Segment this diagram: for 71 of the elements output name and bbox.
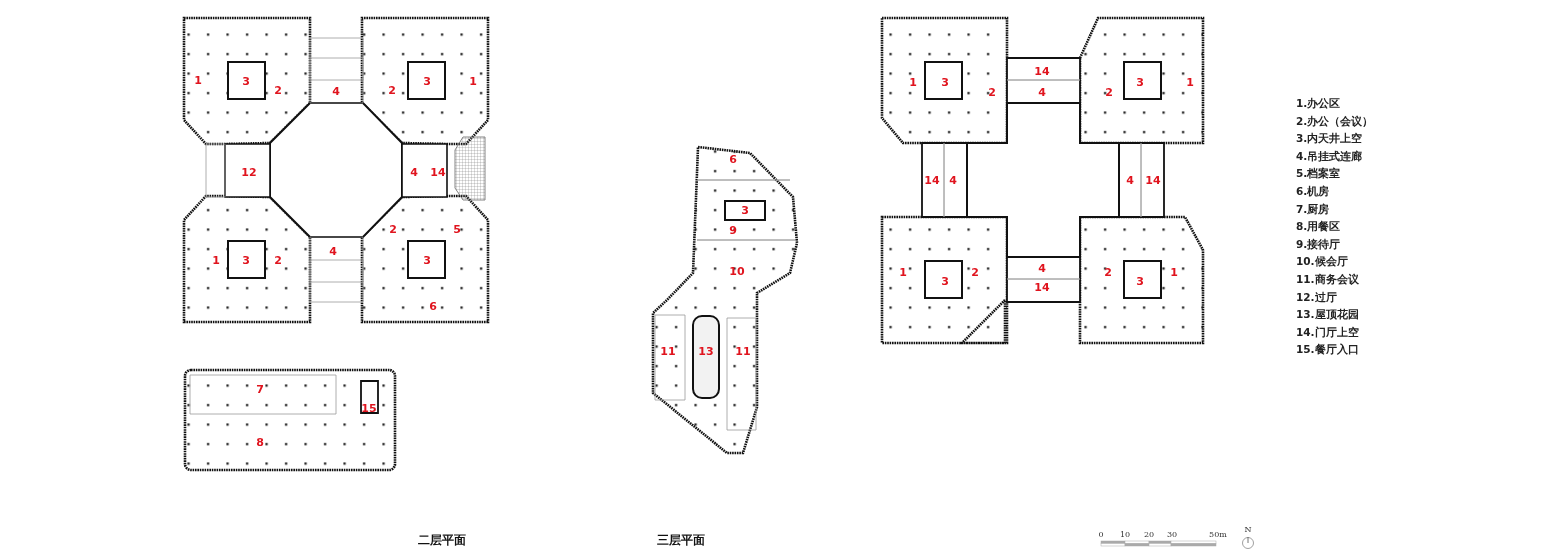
room-number: 11 (735, 345, 751, 357)
room-number: 2 (1105, 86, 1113, 98)
room-number: 1 (1186, 76, 1194, 88)
room-number: 14 (1034, 65, 1050, 77)
room-number: 3 (1136, 76, 1144, 88)
scale-label: 30 (1166, 531, 1178, 539)
room-number: 14 (924, 174, 940, 186)
room-number: 2 (971, 266, 979, 278)
room-number: 1 (212, 254, 220, 266)
legend-text: 2.办公（会议） (1296, 115, 1374, 127)
room-number: 10 (729, 265, 745, 277)
room-number: 4 (1126, 174, 1134, 186)
room-number: 4 (1038, 262, 1046, 274)
room-number: 3 (741, 204, 749, 216)
room-number: 9 (729, 224, 737, 236)
legend-text: 9.接待厅 (1296, 238, 1341, 250)
room-number: 14 (1034, 281, 1050, 293)
room-number: 2 (1104, 266, 1112, 278)
room-number: 1 (909, 76, 917, 88)
scale-label: 20 (1143, 531, 1155, 539)
room-number: 8 (256, 436, 264, 448)
legend-text: 1.办公区 (1296, 98, 1341, 109)
plan-title: 三层平面 (657, 534, 705, 546)
room-number: 4 (949, 174, 957, 186)
room-number: 2 (274, 254, 282, 266)
room-number: 15 (361, 402, 377, 414)
room-number: 3 (941, 275, 949, 287)
room-number: 4 (1038, 86, 1046, 98)
room-number: 2 (274, 84, 282, 96)
room-number: 14 (1145, 174, 1161, 186)
room-number: 2 (388, 84, 396, 96)
legend-text: 5.档案室 (1296, 168, 1341, 179)
room-number: 2 (389, 223, 397, 235)
room-number: 5 (453, 223, 461, 235)
room-number: 4 (329, 245, 337, 257)
room-number: 4 (332, 85, 340, 97)
room-number: 3 (941, 76, 949, 88)
scale-label: 50m (1209, 531, 1227, 539)
room-number: 12 (241, 166, 257, 178)
room-number: 1 (469, 75, 477, 87)
room-number: 7 (256, 383, 264, 395)
legend-text: 12.过厅 (1296, 291, 1337, 303)
room-number: 3 (423, 254, 431, 266)
room-number: 13 (698, 345, 714, 357)
legend-text: 14.门厅上空 (1296, 326, 1359, 338)
legend-text: 10.候会厅 (1296, 256, 1348, 267)
room-number: 3 (242, 75, 250, 87)
room-number: 14 (430, 166, 446, 178)
legend-text: 6.机房 (1296, 186, 1330, 197)
legend-text: 15.餐厅入口 (1296, 344, 1359, 355)
room-number: 3 (242, 254, 250, 266)
scale-label: 0 (1098, 531, 1104, 539)
legend-text: 11.商务会议 (1296, 274, 1359, 285)
legend-text: 7.厨房 (1296, 203, 1330, 215)
legend-text: 4.吊挂式连廊 (1296, 150, 1363, 162)
room-number: 2 (988, 86, 996, 98)
legend-text: 13.屋顶花园 (1296, 309, 1359, 320)
room-number: 6 (729, 153, 737, 165)
room-number: 6 (429, 300, 437, 312)
north-label: N (1244, 526, 1252, 534)
room-number: 11 (660, 345, 676, 357)
legend-text: 8.用餐区 (1296, 221, 1341, 232)
scale-label: 10 (1119, 531, 1131, 539)
plan-title: 二层平面 (418, 534, 466, 546)
room-number: 1 (899, 266, 907, 278)
legend-text: 3.内天井上空 (1296, 133, 1363, 144)
room-number: 4 (410, 166, 418, 178)
room-number: 3 (423, 75, 431, 87)
room-number: 1 (1170, 266, 1178, 278)
room-number: 1 (194, 74, 202, 86)
room-number: 3 (1136, 275, 1144, 287)
